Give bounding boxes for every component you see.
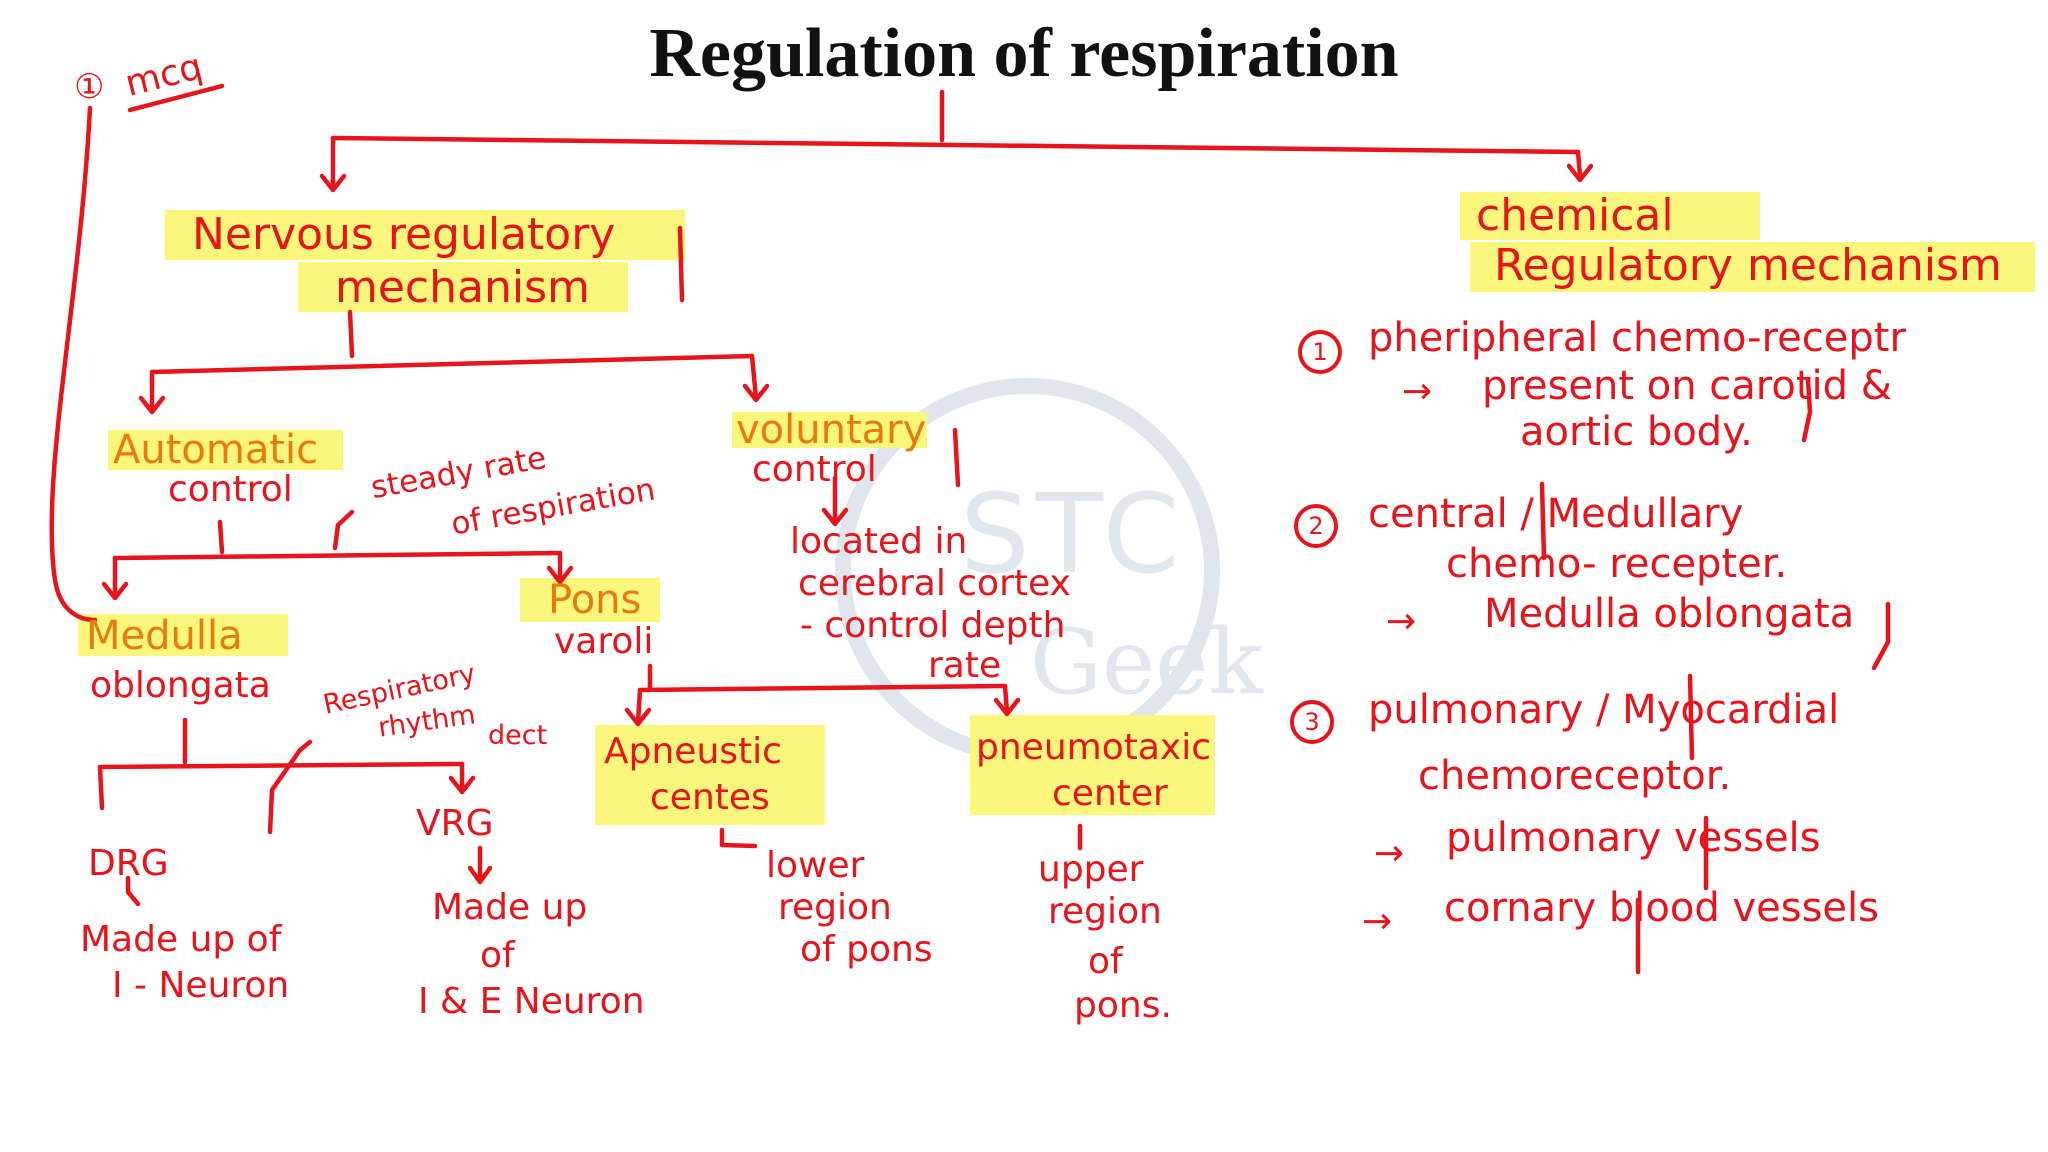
drg-note-2: I - Neuron: [112, 965, 290, 1006]
pneumotaxic-drop: [993, 683, 1021, 717]
medulla-drop: [101, 555, 129, 601]
apneustic-note-3: of pons: [800, 929, 933, 970]
pneumotaxic-label: pneumotaxic: [976, 727, 1212, 768]
chem-item1-line2: present on carotid &: [1482, 363, 1892, 409]
medulla-label-2: oblongata: [90, 665, 271, 706]
chem-item1-bracket: [1801, 377, 1813, 443]
mcq-underline: [127, 83, 225, 113]
watermark-text: STC: [960, 470, 1186, 598]
voluntary-note-4: rate: [928, 645, 1002, 686]
automatic-label-2: control: [168, 469, 293, 510]
page-title: Regulation of respiration: [649, 15, 1399, 92]
chem-item2-arrow: →: [1386, 601, 1417, 642]
chem-item3-divider: [1687, 673, 1695, 761]
drg-label: DRG: [88, 843, 169, 884]
highlight-automatic: [108, 430, 343, 470]
highlight-apneustic: [595, 725, 825, 825]
drg-note-1: Made up of: [80, 919, 282, 960]
voluntary-bracket: [952, 427, 961, 488]
pneumotaxic-note-2: region: [1048, 891, 1162, 932]
voluntary-label: voluntary: [736, 407, 927, 453]
apneustic-note-arrow: [719, 827, 758, 849]
mcq-link: [49, 105, 98, 623]
pneumotaxic-note-3: of: [1088, 941, 1123, 982]
vrg-note-1: Made up: [432, 887, 588, 928]
vrg-drop: [448, 761, 476, 795]
apneustic-drop: [624, 687, 652, 727]
apneustic-note-2: region: [778, 887, 892, 928]
highlight-pons: [520, 578, 660, 622]
chem-item2-line2: chemo- recepter.: [1446, 541, 1788, 587]
nervous-bracket: [677, 225, 685, 303]
automatic-drop: [138, 369, 166, 415]
chem-item1-line1: pheripheral chemo-receptr: [1368, 315, 1906, 361]
chem-item2-number: 2: [1294, 504, 1338, 548]
pons-label: Pons: [548, 577, 642, 623]
highlight-pneumotaxic: [970, 715, 1215, 815]
pons-label-2: varoli: [554, 621, 654, 662]
pons-drop: [546, 550, 574, 585]
watermark-text-geek: Geek: [1030, 610, 1263, 715]
chem-item2-line1: central / Medullary: [1368, 491, 1744, 537]
chemical-heading-line2: Regulatory mechanism: [1494, 240, 2002, 291]
medulla-bar: [97, 761, 465, 770]
highlight-nervous-2: [298, 262, 628, 312]
apneustic-label-2: centes: [650, 777, 770, 818]
voluntary-label-2: control: [752, 449, 877, 490]
highlight-chemical-2: [1470, 242, 2035, 292]
chem-item3-arrow-1: →: [1374, 833, 1405, 874]
pneumotaxic-label-2: center: [1052, 773, 1168, 814]
chemical-heading-line1: chemical: [1476, 190, 1674, 241]
rhythm-arrow: [267, 739, 313, 835]
pneumotaxic-note-4: pons.: [1074, 985, 1172, 1026]
highlight-medulla: [78, 614, 288, 656]
chem-item2-divider: [1539, 481, 1547, 561]
mcq-marker: ①: [74, 67, 105, 107]
vrg-note-2: of: [480, 935, 515, 976]
voluntary-arrow: [821, 475, 849, 527]
automatic-stem: [217, 519, 225, 555]
voluntary-note-1: located in: [790, 521, 968, 562]
nervous-bar: [149, 353, 755, 375]
voluntary-note-2: cerebral cortex: [798, 563, 1071, 604]
highlight-nervous-1: [165, 210, 685, 260]
drg-drop: [97, 764, 105, 811]
apneustic-note-1: lower: [766, 845, 865, 886]
voluntary-note-3: - control depth: [800, 605, 1066, 646]
chem-item3-arrow-2: →: [1362, 901, 1393, 942]
voluntary-drop: [742, 353, 770, 403]
chem-item2-line3: Medulla oblongata: [1484, 591, 1855, 637]
chem-item2-bracket: [1871, 601, 1891, 671]
nervous-heading-line1: Nervous regulatory: [192, 209, 616, 260]
apneustic-label: Apneustic: [604, 731, 782, 772]
medulla-label: Medulla: [86, 613, 243, 659]
automatic-bar: [112, 550, 563, 561]
top-bar: [330, 135, 1581, 155]
chem-item3-line1: pulmonary / Myocardial: [1368, 687, 1840, 733]
chem-item1-number: 1: [1298, 330, 1342, 374]
highlight-chemical-1: [1460, 192, 1760, 240]
vrg-note-3: I & E Neuron: [418, 981, 645, 1022]
nervous-heading-line2: mechanism: [335, 262, 590, 313]
pons-bar: [637, 683, 1008, 693]
chem-item3-line3: pulmonary vessels: [1446, 815, 1821, 861]
left-drop: [319, 135, 347, 193]
vrg-arrow: [467, 845, 493, 885]
chem-item3-line2: chemoreceptor.: [1418, 753, 1732, 799]
chem-item3-line4: cornary blood vessels: [1444, 885, 1879, 931]
right-drop: [1566, 149, 1594, 183]
pneumotaxic-note-1: upper: [1038, 849, 1144, 890]
chem-item1-arrow: →: [1402, 371, 1433, 412]
automatic-label: Automatic: [113, 427, 319, 473]
rhythm-label-3: dect: [488, 720, 548, 751]
drg-arrow: [125, 875, 141, 907]
nervous-stem: [347, 309, 355, 359]
chem-item1-line3: aortic body.: [1520, 409, 1753, 455]
steady-arrow: [332, 509, 355, 551]
chem-item3-number: 3: [1290, 700, 1334, 744]
highlight-voluntary: [732, 412, 927, 448]
vrg-label: VRG: [416, 803, 494, 844]
